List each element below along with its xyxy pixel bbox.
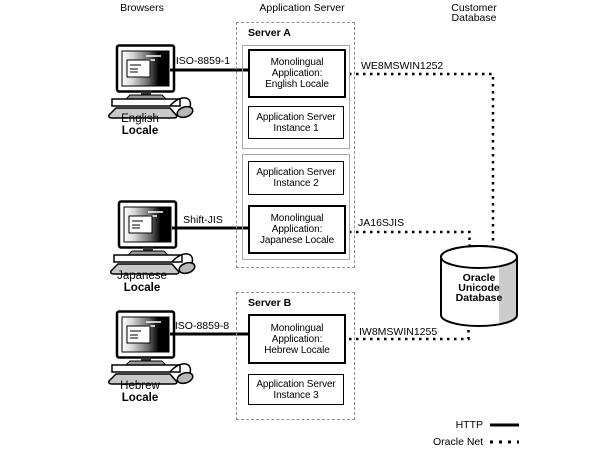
japanese-browser-computer-icon — [109, 200, 197, 277]
japanese-locale-line2: Locale — [123, 281, 161, 294]
legend-oracle-net-label: Oracle Net — [433, 436, 484, 448]
http-encoding-label-english: ISO-8859-1 — [175, 55, 231, 67]
english-locale-caption: English Locale — [98, 113, 182, 137]
english-locale-line2: Locale — [121, 124, 159, 137]
database-cylinder-icon — [440, 245, 518, 327]
server-b-box — [236, 292, 355, 420]
japanese-locale-line1: Japanese — [117, 270, 167, 282]
server-a-group-2 — [242, 154, 350, 260]
http-encoding-label-japanese: Shift-JIS — [183, 214, 223, 226]
oracle-net-line-english — [342, 72, 495, 243]
japanese-locale-caption: Japanese Locale — [100, 270, 184, 294]
browsers-column-header: Browsers — [120, 2, 164, 14]
server-b-label: Server B — [248, 297, 292, 309]
hebrew-locale-line2: Locale — [121, 391, 159, 404]
english-locale-line1: English — [121, 113, 159, 125]
monolingual-app-japanese-box: Monolingual Application: Japanese Locale — [248, 205, 346, 254]
db-charset-label-english: WE8MSWIN1252 — [361, 60, 444, 72]
server-a-label: Server A — [248, 27, 291, 39]
app-server-instance-3-box: Application Server Instance 3 — [248, 374, 344, 405]
app-server-instance-1-box: Application Server Instance 1 — [248, 106, 344, 139]
customer-database-column-header: Customer Database — [451, 2, 497, 24]
application-server-column-header: Application Server — [259, 2, 345, 14]
app-server-instance-2-box: Application Server Instance 2 — [248, 161, 344, 195]
oracle-net-line-hebrew — [342, 329, 470, 341]
legend-http-label: HTTP — [455, 419, 483, 431]
db-charset-label-hebrew: IW8MSWIN1255 — [359, 326, 438, 338]
monolingual-app-english-box: Monolingual Application: English Locale — [248, 49, 346, 98]
hebrew-locale-line1: Hebrew — [120, 380, 160, 392]
server-a-box — [236, 22, 355, 268]
database-label: Oracle Unicode Database — [455, 272, 503, 304]
oracle-net-line-japanese — [342, 230, 471, 246]
db-charset-label-japanese: JA16SJIS — [358, 217, 405, 229]
hebrew-locale-caption: Hebrew Locale — [98, 380, 182, 404]
server-a-group-1 — [242, 45, 350, 149]
monolingual-app-hebrew-box: Monolingual Application: Hebrew Locale — [248, 314, 346, 364]
http-encoding-label-hebrew: ISO-8859-8 — [174, 320, 230, 332]
